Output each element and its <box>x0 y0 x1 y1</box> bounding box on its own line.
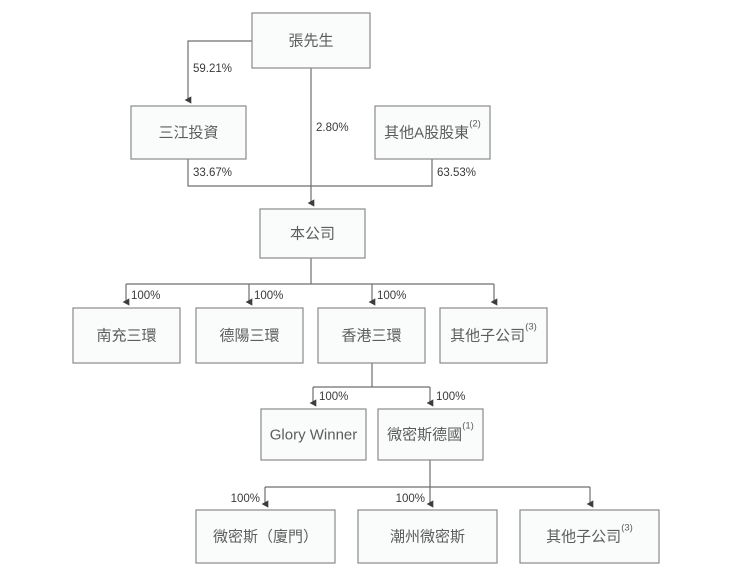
connector-lines-group <box>122 40 594 508</box>
node-label-deyang: 德陽三環 <box>219 326 279 344</box>
node-boxes-group: 張先生三江投資其他A股股東(2)本公司南充三環德陽三環香港三環其他子公司(3)G… <box>72 12 660 564</box>
pct-company-nanchong: 100% <box>131 290 160 302</box>
node-label-other_sub_1: 其他子公司(3) <box>450 322 537 345</box>
edge-zhang-sanjiang <box>184 40 252 104</box>
node-box-hongkong[interactable] <box>317 307 426 364</box>
pct-de-chaozhou: 100% <box>396 493 425 505</box>
node-label-other_a: 其他A股股東(2) <box>384 119 481 142</box>
node-box-other_sub_2[interactable] <box>519 509 660 564</box>
node-box-deyang[interactable] <box>195 307 304 364</box>
pct-company-hongkong: 100% <box>377 290 406 302</box>
pct-hk-glory: 100% <box>319 391 348 403</box>
node-hongkong[interactable]: 香港三環 <box>317 307 426 364</box>
node-label-nanchong: 南充三環 <box>96 327 156 344</box>
node-sanjiang[interactable]: 三江投資 <box>130 105 247 160</box>
node-label-hongkong: 香港三環 <box>341 327 401 344</box>
pct-zhang-sanjiang: 59.21% <box>193 63 232 75</box>
pct-de-xiamen: 100% <box>231 493 260 505</box>
node-label-glory: Glory Winner <box>270 426 358 443</box>
node-company[interactable]: 本公司 <box>259 208 366 259</box>
pct-othera-company: 63.53% <box>437 167 476 179</box>
node-box-zhang[interactable] <box>251 12 371 69</box>
node-label-sanjiang: 三江投資 <box>158 124 218 141</box>
node-deyang[interactable]: 德陽三環 <box>195 307 304 364</box>
node-label-other_sub_2: 其他子公司(3) <box>546 523 633 546</box>
node-weimisi_de[interactable]: 微密斯德國(1) <box>377 408 484 461</box>
node-box-weimisi_de[interactable] <box>377 408 484 461</box>
node-other_a[interactable]: 其他A股股東(2) <box>374 105 491 160</box>
pct-zhang-company: 2.80% <box>316 122 349 134</box>
node-other_sub_1[interactable]: 其他子公司(3) <box>439 307 548 364</box>
node-box-glory[interactable] <box>260 408 367 461</box>
edge-sanjiang-bus <box>187 159 433 187</box>
node-box-nanchong[interactable] <box>72 307 181 364</box>
node-glory[interactable]: Glory Winner <box>260 408 367 461</box>
node-box-company[interactable] <box>259 208 366 259</box>
pct-sanjiang-company: 33.67% <box>193 167 232 179</box>
node-label-weimisi_xm: 微密斯（廈門） <box>213 527 318 545</box>
node-label-chaozhou: 潮州微密斯 <box>390 528 465 545</box>
percentage-labels-group: 59.21% 2.80% 33.67% 63.53% 100% 100% 100% 100% 1… <box>131 63 476 505</box>
node-box-other_a[interactable] <box>374 105 491 160</box>
node-other_sub_2[interactable]: 其他子公司(3) <box>519 509 660 564</box>
node-zhang[interactable]: 張先生 <box>251 12 371 69</box>
node-weimisi_xm[interactable]: 微密斯（廈門） <box>195 509 336 564</box>
node-nanchong[interactable]: 南充三環 <box>72 307 181 364</box>
node-box-other_sub_1[interactable] <box>439 307 548 364</box>
pct-hk-weimisi: 100% <box>436 391 465 403</box>
node-box-weimisi_xm[interactable] <box>195 509 336 564</box>
node-label-company: 本公司 <box>290 225 335 242</box>
node-label-zhang: 張先生 <box>288 32 333 49</box>
node-box-chaozhou[interactable] <box>357 509 498 564</box>
node-box-sanjiang[interactable] <box>130 105 247 160</box>
pct-company-deyang: 100% <box>254 290 283 302</box>
node-label-weimisi_de: 微密斯德國(1) <box>387 421 474 444</box>
node-chaozhou[interactable]: 潮州微密斯 <box>357 509 498 564</box>
